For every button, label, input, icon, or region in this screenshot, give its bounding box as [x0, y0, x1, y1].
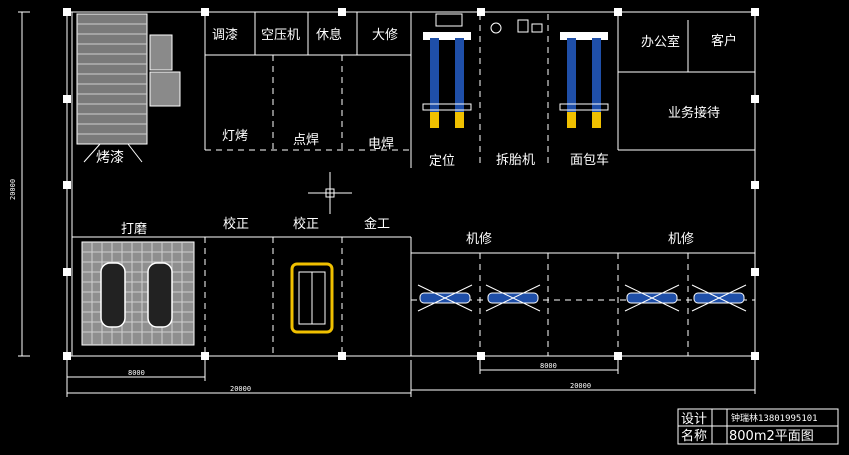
crosshair-cursor	[308, 172, 352, 214]
title-name-label: 名称	[681, 428, 707, 444]
top-lifts	[422, 13, 609, 128]
dimension-lines	[18, 11, 756, 397]
straightening-bench	[290, 262, 334, 334]
label-straighten-2: 校正	[293, 216, 319, 232]
dim-bottom-left-20000: 20000	[230, 385, 251, 393]
structural-columns	[63, 8, 759, 360]
title-drawing-name: 800m2平面图	[729, 429, 814, 444]
title-designer: 钟瑞林13801995101	[731, 412, 818, 424]
dim-bottom-right-20000: 20000	[570, 382, 591, 390]
dim-bottom-right-8000: 8000	[540, 362, 557, 370]
label-paint-booth: 烤漆	[96, 150, 124, 166]
label-spot-weld: 点焊	[293, 132, 319, 148]
title-block	[677, 408, 839, 445]
building-outline	[66, 11, 756, 357]
label-van: 面包车	[570, 152, 609, 168]
label-straighten-1: 校正	[223, 216, 249, 232]
dim-bottom-left-8000: 8000	[128, 369, 145, 377]
label-alignment: 定位	[429, 154, 455, 169]
dim-left-height: 20000	[9, 179, 17, 200]
label-reception: 业务接待	[668, 105, 720, 121]
mech-repair-lifts	[417, 284, 747, 312]
label-sanding: 打磨	[121, 222, 147, 237]
label-paint-bake: 灯烤	[222, 129, 248, 144]
title-design-label: 设计	[681, 412, 707, 427]
label-major-repair: 大修	[372, 28, 398, 43]
label-mix-paint: 调漆	[212, 27, 238, 43]
label-tire-changer: 拆胎机	[496, 153, 535, 168]
label-office: 办公室	[641, 34, 680, 50]
label-metalwork: 金工	[364, 216, 390, 232]
dashed-partitions	[204, 14, 755, 356]
label-customer: 客户	[711, 33, 737, 49]
label-air-compressor: 空压机	[261, 28, 300, 43]
label-mech-repair-2: 机修	[668, 232, 694, 247]
label-rest: 休息	[316, 27, 342, 43]
sanding-station	[81, 241, 195, 346]
label-electric-weld: 电焊	[368, 136, 394, 152]
label-mech-repair-1: 机修	[466, 232, 492, 247]
paint-booth-equipment	[76, 13, 181, 163]
